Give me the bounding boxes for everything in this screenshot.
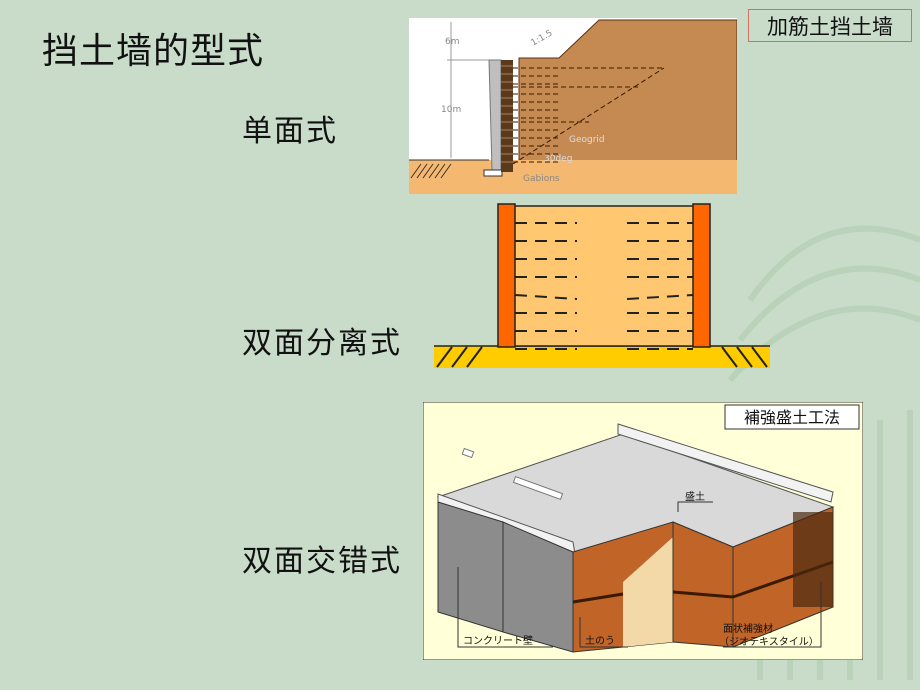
- slide-title: 挡土墙的型式: [42, 31, 265, 72]
- label-double-face-interlaced: 双面交错式: [242, 544, 402, 579]
- angle-label: 30deg: [544, 154, 572, 164]
- topic-tag: 加筋土挡土墙: [748, 9, 912, 42]
- figure-reinforced-earth-3d: 補強盛土工法 盛土 コンクリート壁 土のう 面状補強材 （ジオテキ: [423, 402, 863, 660]
- geogrid-label: Geogrid: [569, 135, 605, 145]
- sandbag-label: 土のう: [585, 634, 615, 647]
- fill-label: 盛土: [685, 490, 705, 503]
- geotextile-label-1: 面状補強材: [723, 622, 773, 635]
- figure-single-face-wall: 6m 10m 1:1.5 Geogrid 30deg Gabions: [409, 18, 737, 194]
- gabions-label: Gabions: [523, 174, 560, 184]
- figure-double-face-separated: [432, 201, 772, 371]
- label-single-face: 单面式: [242, 114, 338, 149]
- concrete-wall-label: コンクリート壁: [463, 634, 533, 647]
- dim-top: 6m: [445, 37, 460, 47]
- label-double-face-separated: 双面分离式: [242, 326, 402, 361]
- geotextile-label-2: （ジオテキスタイル）: [719, 636, 819, 648]
- dim-wall: 10m: [441, 105, 461, 115]
- figure3-title: 補強盛土工法: [744, 408, 840, 427]
